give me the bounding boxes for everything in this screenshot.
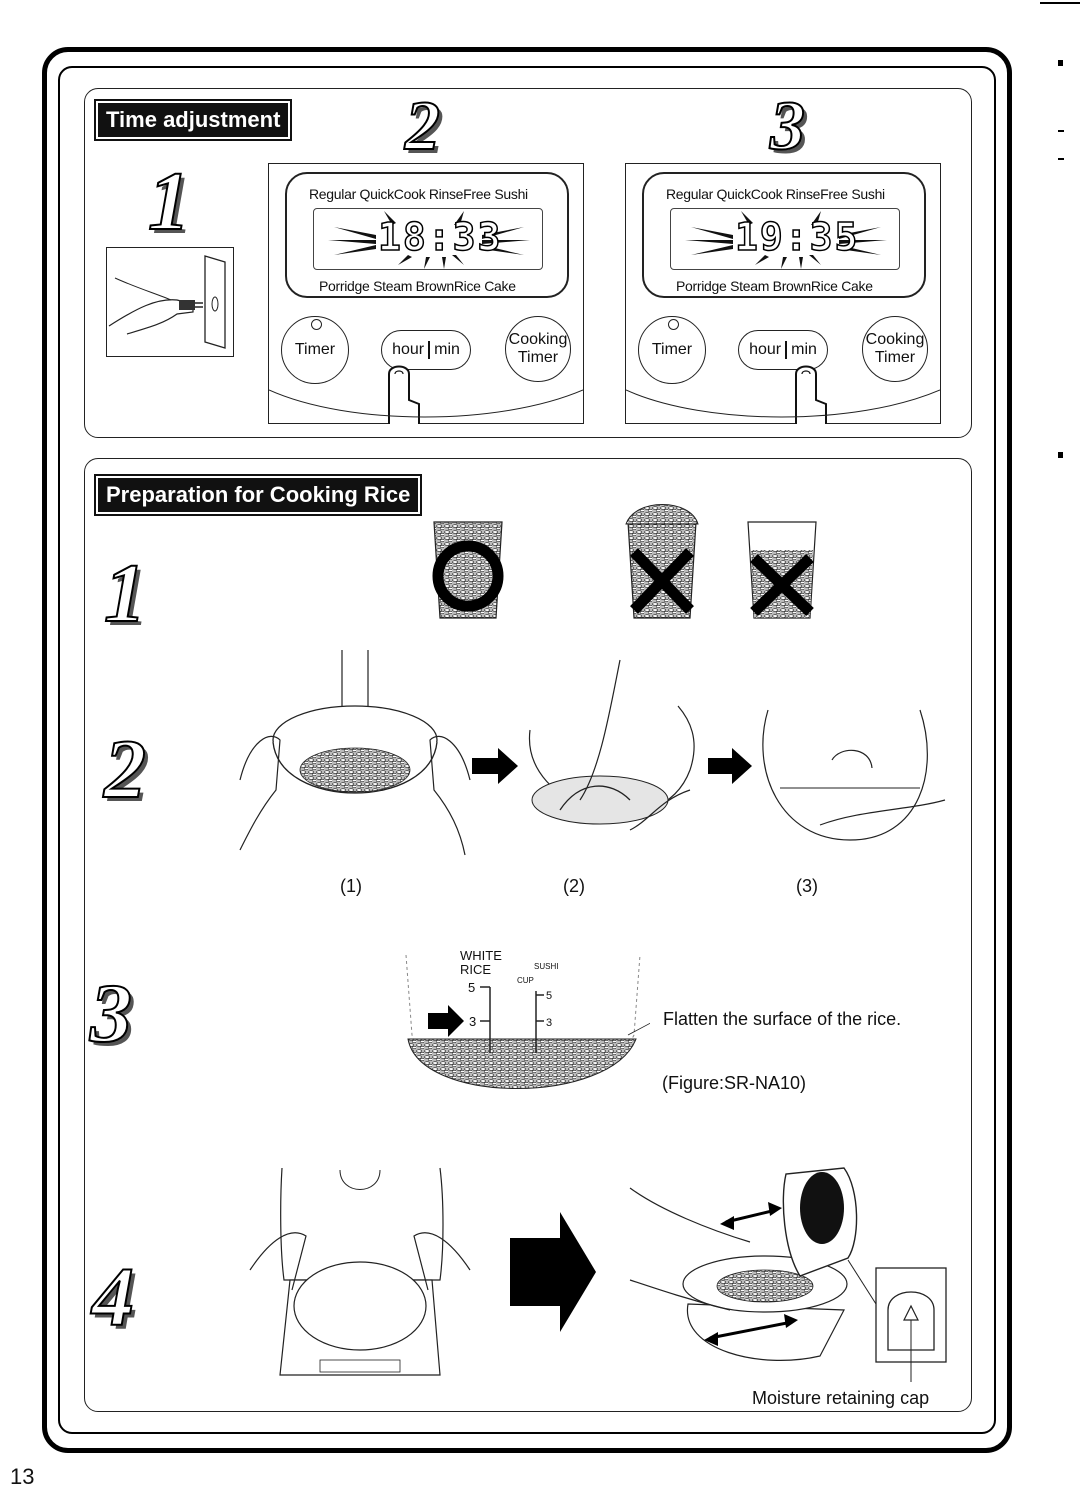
prep-step-1: 1 [103,547,147,640]
divider [785,341,788,359]
hour-min-button[interactable]: hour min [381,330,471,370]
margin-dot [1058,452,1063,458]
lcd-time: 18:33 [377,214,503,260]
scale-white-label: WHITE [460,948,502,963]
step-number-3: 3 [769,88,806,165]
panel-curve [269,389,583,418]
preparation-title: Preparation for Cooking Rice [93,474,423,516]
control-panel-2: Regular QuickCook RinseFree Sushi [268,163,584,424]
scale-mark-3-left: 3 [469,1014,477,1029]
scale-rice-label: RICE [460,962,492,977]
scale-sushi-label: SUSHI [534,962,559,971]
cooking-label: Cooking [508,331,568,349]
cup-overfilled [625,504,699,619]
pressing-finger-icon [388,365,420,424]
flash-rays-icon [328,211,530,269]
min-label: min [434,341,460,358]
step-number-1: 1 [147,155,191,248]
timer-indicator-light [311,319,322,330]
flatten-instruction: Flatten the surface of the rice. [663,1009,902,1029]
margin-dash [1058,158,1064,160]
lcd-display: Regular QuickCook RinseFree Sushi [285,172,569,298]
margin-dot [1058,60,1063,66]
cup-underfilled [747,521,817,619]
timer-button-label: Timer [294,341,336,359]
scale-mark-5-left: 5 [468,980,476,995]
pressing-finger-icon [795,365,827,424]
figure-label: (Figure:SR-NA10) [662,1073,807,1093]
hand-plug-icon [108,255,226,349]
inner-pot-illustration [405,954,650,1089]
min-label: min [791,341,817,358]
sub-caption-3: (3) [796,876,818,896]
lcd-time: 19:35 [734,214,860,260]
lcd-menu-bottom: Porridge Steam BrownRice Cake [676,278,873,294]
lcd-display: Regular QuickCook RinseFree Sushi [642,172,926,298]
timer-button-label: Timer [651,341,693,359]
scale-cup-label: CUP [517,976,534,985]
margin-dash [1058,130,1064,132]
page-number: 13 [10,1464,35,1489]
time-adjustment-title: Time adjustment [93,99,293,141]
lcd-menu-top: Regular QuickCook RinseFree Sushi [666,186,885,202]
lcd-menu-top: Regular QuickCook RinseFree Sushi [309,186,528,202]
inner-frame [58,66,996,1434]
hour-label: hour [749,341,782,358]
washing-rice-illustration [239,650,946,856]
outer-frame [42,47,1012,1453]
cooking-timer-button[interactable]: Cooking Timer [505,316,571,382]
control-panel-3: Regular QuickCook RinseFree Sushi [625,163,941,424]
cooking-label: Cooking [865,331,925,349]
insert-pot-illustration [249,1167,947,1382]
divider [428,341,431,359]
cooking-timer-label: Timer [517,349,559,366]
timer-indicator-light [668,319,679,330]
time-adjustment-section [84,88,972,438]
lcd-screen: 19:35 [670,208,900,270]
cooking-timer-label: Timer [874,349,916,366]
flash-rays-icon [685,211,887,269]
step-number-2: 2 [404,88,441,165]
scale-mark-3-right: 3 [546,1017,553,1029]
hour-label: hour [392,341,425,358]
prep-step-4: 4 [91,1251,135,1344]
prep-step-3: 3 [89,967,133,1060]
hour-min-button[interactable]: hour min [738,330,828,370]
measuring-cups-illustration [432,504,817,619]
scale-mark-5-right: 5 [546,990,553,1002]
panel-curve [626,389,940,418]
cooking-timer-button[interactable]: Cooking Timer [862,316,928,382]
lcd-screen: 18:33 [313,208,543,270]
cup-correct [432,521,504,619]
prep-step-2: 2 [103,723,147,816]
moisture-cap-label: Moisture retaining cap [752,1388,930,1408]
sub-caption-1: (1) [340,876,362,896]
margin-line [1040,2,1080,4]
plug-illustration [106,247,234,357]
sub-caption-2: (2) [563,876,585,896]
lcd-menu-bottom: Porridge Steam BrownRice Cake [319,278,516,294]
preparation-section [84,458,972,1412]
